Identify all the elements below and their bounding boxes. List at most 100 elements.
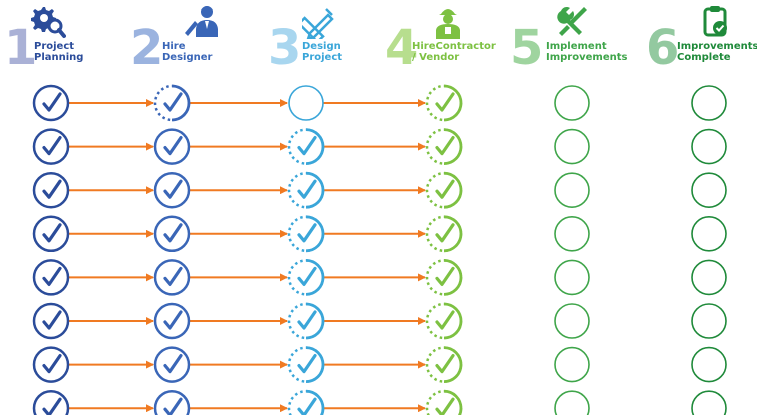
status-circle-progress bbox=[425, 259, 463, 296]
status-row bbox=[32, 389, 727, 415]
step-number: 1 bbox=[4, 20, 38, 76]
step-number: 6 bbox=[646, 20, 680, 76]
status-circle-progress bbox=[287, 128, 325, 165]
status-circle-empty bbox=[691, 85, 727, 121]
status-circle-empty bbox=[554, 346, 590, 383]
check-mark bbox=[297, 397, 317, 415]
status-circle-done bbox=[153, 389, 191, 415]
contractor-icon bbox=[430, 3, 466, 39]
check-mark bbox=[435, 310, 455, 330]
check-mark bbox=[435, 397, 455, 415]
step-number: 3 bbox=[268, 20, 302, 76]
check-mark bbox=[163, 223, 183, 243]
status-circle-done bbox=[32, 128, 70, 165]
status-circle-progress bbox=[425, 302, 463, 340]
check-mark bbox=[163, 397, 183, 415]
status-circle-progress bbox=[425, 215, 463, 253]
status-circle-done bbox=[32, 215, 70, 253]
step-label-line1: Project bbox=[34, 41, 75, 52]
status-circle-empty bbox=[691, 128, 727, 165]
status-circle-progress bbox=[287, 389, 325, 415]
status-circle-empty bbox=[554, 128, 590, 165]
tools-icon bbox=[554, 3, 590, 39]
step-label-line1: Improvements bbox=[677, 41, 757, 52]
status-circle-done bbox=[32, 84, 70, 122]
check-mark bbox=[297, 179, 317, 199]
step-label-line1: Hire bbox=[162, 41, 186, 52]
check-mark bbox=[42, 136, 62, 156]
check-mark bbox=[435, 266, 455, 286]
check-mark bbox=[42, 354, 62, 374]
step-label-line2: / Vendor bbox=[412, 52, 460, 63]
check-mark bbox=[163, 354, 183, 374]
status-circle-done bbox=[32, 171, 70, 209]
status-circle-empty bbox=[554, 216, 590, 252]
status-circle-progress bbox=[425, 346, 463, 383]
status-row bbox=[32, 215, 727, 253]
check-mark bbox=[435, 136, 455, 156]
status-row bbox=[32, 346, 727, 383]
status-circle-done bbox=[32, 389, 70, 415]
check-mark bbox=[297, 223, 317, 243]
step-number: 2 bbox=[130, 20, 164, 76]
status-circle-progress bbox=[425, 84, 463, 122]
status-row bbox=[32, 84, 727, 122]
status-row bbox=[32, 128, 727, 165]
status-circle-done bbox=[153, 302, 191, 340]
status-circle-empty bbox=[691, 172, 727, 208]
step-label-line1: HireContractor bbox=[412, 41, 496, 52]
gear-magnifier-icon bbox=[30, 3, 66, 39]
status-circle-empty bbox=[554, 303, 590, 339]
step-number: 5 bbox=[510, 20, 544, 76]
status-circle-empty bbox=[691, 216, 727, 252]
status-circle-progress bbox=[425, 389, 463, 415]
check-mark bbox=[42, 310, 62, 330]
status-circle-done bbox=[153, 346, 191, 383]
check-mark bbox=[42, 266, 62, 286]
check-mark bbox=[435, 354, 455, 374]
check-mark bbox=[297, 354, 317, 374]
status-circle-empty bbox=[554, 172, 590, 208]
check-mark bbox=[42, 179, 62, 199]
check-mark bbox=[42, 92, 62, 112]
status-circle-empty bbox=[691, 259, 727, 296]
check-mark bbox=[42, 397, 62, 415]
check-mark bbox=[435, 179, 455, 199]
check-mark bbox=[163, 266, 183, 286]
designer-icon bbox=[183, 3, 219, 39]
status-circle-done bbox=[32, 346, 70, 383]
check-mark bbox=[435, 92, 455, 112]
status-circle-empty bbox=[554, 390, 590, 415]
status-row bbox=[32, 171, 727, 209]
status-circle-progress bbox=[287, 302, 325, 340]
status-circle-progress bbox=[287, 259, 325, 296]
step-label-line2: Project bbox=[302, 52, 343, 63]
check-mark bbox=[297, 266, 317, 286]
status-circle-done bbox=[32, 302, 70, 340]
status-circle-empty bbox=[691, 390, 727, 415]
step-number: 4 bbox=[385, 20, 419, 76]
step-label-line1: Implement bbox=[546, 41, 607, 52]
step-label-line2: Complete bbox=[677, 52, 731, 63]
step-label: HireContractor/ Vendor bbox=[412, 41, 496, 63]
status-circle-progress bbox=[287, 346, 325, 383]
clipboard-check-icon bbox=[697, 3, 733, 39]
check-mark bbox=[435, 223, 455, 243]
status-circle-empty bbox=[554, 85, 590, 121]
status-circle-progress bbox=[425, 171, 463, 209]
status-circle-empty bbox=[288, 85, 324, 121]
check-mark bbox=[297, 136, 317, 156]
status-row bbox=[32, 259, 727, 296]
status-circle-progress bbox=[287, 215, 325, 253]
status-circle-empty bbox=[691, 346, 727, 383]
status-circle-progress bbox=[425, 128, 463, 165]
status-circle-empty bbox=[554, 259, 590, 296]
check-mark bbox=[163, 92, 183, 112]
check-mark bbox=[297, 310, 317, 330]
